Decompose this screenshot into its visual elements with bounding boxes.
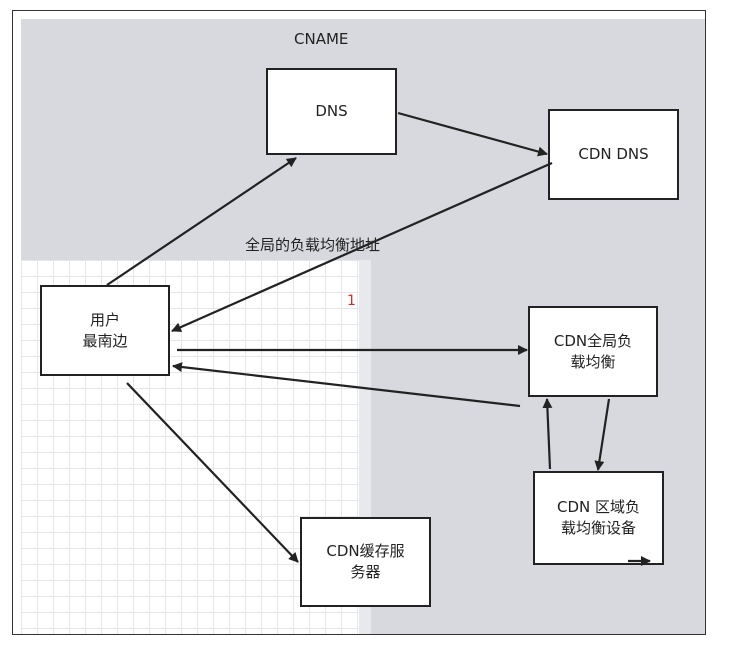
arrow-cdn-global-lb-to-region-lb xyxy=(594,398,611,471)
arrow-region-lb-to-cdn-global-lb xyxy=(542,398,553,470)
node-dns-label: DNS xyxy=(315,102,348,120)
node-cdn-regional-load-balancer[interactable]: CDN 区域负 载均衡设备 xyxy=(533,471,664,565)
arrow-dns-to-cdn-dns xyxy=(397,111,548,157)
arrow-user-to-dns xyxy=(106,157,297,286)
diagram-title: CNAME xyxy=(294,30,349,48)
node-user[interactable]: 用户 最南边 xyxy=(40,285,170,376)
node-cdn-dns[interactable]: CDN DNS xyxy=(548,109,679,200)
page-number: 1 xyxy=(347,293,356,309)
arrow-user-to-cache-server xyxy=(126,382,299,563)
node-cdn-cache-server[interactable]: CDN缓存服 务器 xyxy=(300,517,431,607)
node-cdn-dns-label: CDN DNS xyxy=(578,145,649,163)
node-cdn-cache-server-label: CDN缓存服 务器 xyxy=(326,542,405,581)
edge-label-global-lb-address: 全局的负载均衡地址 xyxy=(245,236,381,254)
node-cdn-regional-load-balancer-label: CDN 区域负 载均衡设备 xyxy=(556,498,640,537)
node-user-label: 用户 最南边 xyxy=(82,310,128,350)
node-dns[interactable]: DNS xyxy=(266,68,397,155)
node-cdn-global-load-balancer-label: CDN全局负 载均衡 xyxy=(553,331,633,371)
node-cdn-global-load-balancer[interactable]: CDN全局负 载均衡 xyxy=(528,306,658,397)
arrow-cdn-global-lb-to-user xyxy=(172,362,521,408)
arrow-cdn-dns-to-user xyxy=(171,161,553,333)
